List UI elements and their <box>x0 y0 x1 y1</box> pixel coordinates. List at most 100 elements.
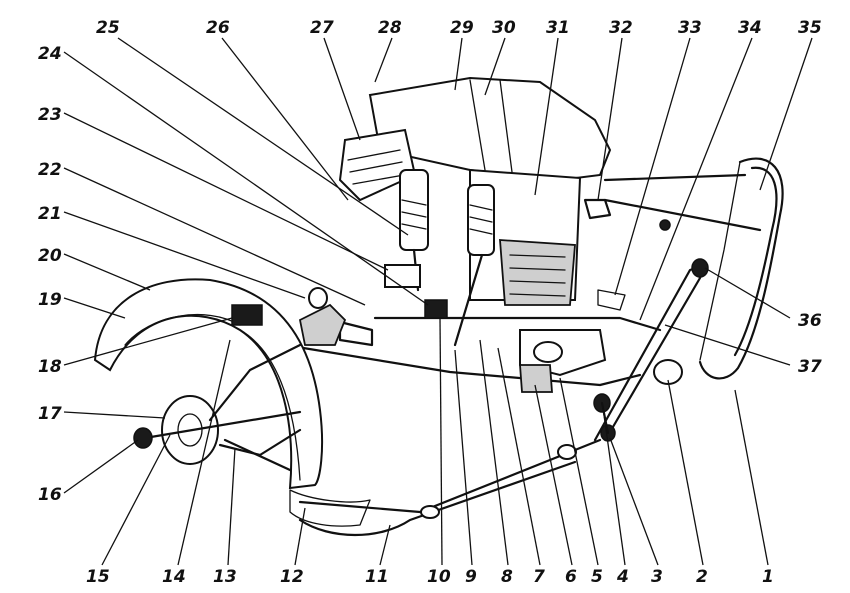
gearbox-pulley <box>533 341 563 363</box>
engine-tank-seam <box>469 79 486 171</box>
leader-32 <box>597 37 623 201</box>
leader-20 <box>63 253 151 291</box>
leader-12 <box>294 507 306 566</box>
label-7: 7 <box>533 567 545 587</box>
label-2: 2 <box>696 567 708 587</box>
leader-33 <box>614 37 691 296</box>
engine-fins <box>509 254 566 297</box>
label-26: 26 <box>206 18 230 38</box>
label-36: 36 <box>798 311 822 331</box>
leader-7 <box>497 347 541 566</box>
front-bumper-inner <box>733 166 778 357</box>
rear-crossbar-13 <box>218 428 302 457</box>
label-11: 11 <box>365 567 389 587</box>
leader-28 <box>374 37 393 83</box>
leader-23 <box>63 112 389 271</box>
brake-drum-inner <box>177 413 203 447</box>
mudguard-bracket <box>231 304 263 326</box>
label-34: 34 <box>738 18 762 38</box>
front-hub-2 <box>653 359 683 385</box>
axle-nut <box>133 427 153 449</box>
engine-tank <box>368 76 612 182</box>
leader-29 <box>454 37 463 91</box>
label-20: 20 <box>38 246 62 266</box>
label-9: 9 <box>465 567 477 587</box>
frame-cross-member <box>338 320 374 347</box>
leader-14 <box>177 339 231 566</box>
leader-17 <box>63 411 166 419</box>
leader-34 <box>639 37 753 321</box>
label-31: 31 <box>546 18 570 38</box>
leader-19 <box>63 297 126 319</box>
label-27: 27 <box>310 18 334 38</box>
label-35: 35 <box>798 18 822 38</box>
diagonal-strut <box>593 263 707 442</box>
rear-frame-tube-lower <box>298 460 577 537</box>
leader-21 <box>63 211 306 299</box>
callout-labels: 1 2 3 4 5 6 7 8 9 10 11 12 13 14 15 16 1… <box>38 18 822 587</box>
label-32: 32 <box>609 18 633 38</box>
front-mount-bracket <box>583 198 612 220</box>
leader-24 <box>63 51 429 306</box>
leader-26 <box>221 37 349 201</box>
leader-30 <box>484 37 506 96</box>
leader-16 <box>63 439 139 494</box>
label-8: 8 <box>501 567 513 587</box>
front-bolt-33 <box>659 219 671 231</box>
front-bumper <box>698 157 784 380</box>
label-17: 17 <box>38 404 62 424</box>
mount-cap <box>308 287 328 309</box>
head-fins <box>347 149 405 185</box>
leader-15 <box>101 434 171 566</box>
label-18: 18 <box>38 357 62 377</box>
chassis-illustration <box>93 76 784 537</box>
label-30: 30 <box>492 18 516 38</box>
mount-lug-32 <box>597 289 626 311</box>
front-support-bar-2 <box>603 198 762 232</box>
shock-rod-right <box>453 253 484 347</box>
label-22: 22 <box>38 160 62 180</box>
front-support-bar <box>603 173 747 182</box>
leader-27 <box>323 37 361 141</box>
leader-6 <box>534 384 573 566</box>
rear-mudguard <box>93 278 324 490</box>
leader-1 <box>734 389 769 566</box>
leader-2 <box>667 379 704 566</box>
tube-joint-front <box>557 444 577 460</box>
front-upright <box>699 161 741 361</box>
mudguard-edge <box>239 329 301 481</box>
rear-mount-21 <box>298 303 347 346</box>
transmission-housing-6 <box>519 364 553 393</box>
leader-25 <box>117 37 409 236</box>
label-19: 19 <box>38 290 62 310</box>
shock-absorber-left <box>399 169 429 251</box>
leader-36 <box>704 267 791 319</box>
label-10: 10 <box>427 567 451 587</box>
leader-10 <box>439 317 443 566</box>
label-25: 25 <box>96 18 120 38</box>
leader-22 <box>63 167 366 306</box>
label-23: 23 <box>38 105 62 125</box>
label-16: 16 <box>38 485 62 505</box>
label-29: 29 <box>450 18 474 38</box>
rear-swing-arm <box>208 343 302 422</box>
label-28: 28 <box>378 18 402 38</box>
label-5: 5 <box>591 567 603 587</box>
label-33: 33 <box>678 18 702 38</box>
leader-18 <box>63 317 233 366</box>
engine-mount-24 <box>384 264 421 288</box>
leader-lines <box>63 37 813 566</box>
label-3: 3 <box>651 567 663 587</box>
label-4: 4 <box>616 567 629 587</box>
label-13: 13 <box>213 567 237 587</box>
shock-spring <box>401 199 493 235</box>
leader-5 <box>559 377 599 566</box>
label-15: 15 <box>86 567 110 587</box>
label-14: 14 <box>162 567 186 587</box>
rear-axle <box>143 410 302 440</box>
label-24: 24 <box>38 44 62 64</box>
rear-frame-tube <box>298 438 602 514</box>
leader-35 <box>759 37 813 191</box>
leader-11 <box>379 524 391 566</box>
